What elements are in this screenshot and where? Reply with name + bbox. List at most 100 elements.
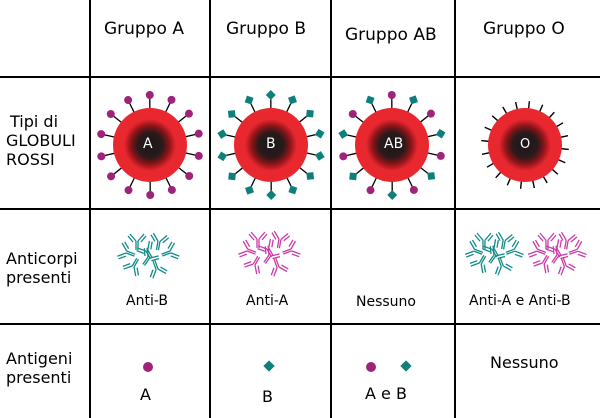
antibody-arm	[546, 245, 556, 250]
antibody-arm	[470, 262, 480, 267]
antigen-b-icon	[365, 95, 375, 105]
antibody-stem	[497, 257, 502, 267]
antibody-arm	[469, 260, 478, 264]
antigen-b-icon	[387, 190, 398, 200]
antibody-stem	[155, 240, 159, 250]
antibody-stem	[480, 255, 487, 265]
antibody-arm	[529, 253, 537, 258]
antibody-stem	[560, 257, 565, 267]
antigen-b-icon	[217, 151, 228, 162]
cell-letter-a: A	[143, 136, 153, 152]
antibody-arm	[152, 269, 157, 279]
antibody-stem	[246, 250, 256, 255]
antibody-stem	[254, 256, 261, 266]
antigen-a-icon	[387, 91, 396, 100]
antibody-stem	[147, 249, 153, 259]
antibody-arm	[258, 245, 268, 250]
antigen-a-icon	[366, 186, 375, 195]
header-gruppo-ab: Gruppo AB	[345, 25, 437, 45]
antibody-arm	[152, 232, 159, 242]
antibody-stem	[491, 248, 498, 258]
row-label-cells: Tipi di GLOBULI ROSSI	[6, 112, 94, 170]
antibody-stem	[263, 254, 270, 263]
antigen-b-icon	[288, 95, 297, 105]
antibody-arm	[560, 266, 565, 276]
row-label-cells-line1: Tipi di	[10, 112, 59, 131]
antibody-stem	[145, 250, 152, 260]
row-label-antibodies: Anticorpi presenti	[6, 249, 90, 288]
antibody-arm	[250, 231, 258, 240]
antibody-arm	[539, 232, 547, 241]
antibody-arm	[493, 239, 497, 249]
cell-letter-ab: AB	[384, 136, 404, 152]
antibody-stem	[264, 255, 272, 264]
antibody-arm	[150, 234, 156, 242]
antibody-stem	[493, 247, 499, 257]
y-shaped-antibody-icon	[149, 260, 168, 279]
antigen-b-icon	[349, 172, 357, 181]
antibody-stem	[142, 256, 149, 265]
antibody-stem	[282, 248, 292, 253]
antigen-a-icon	[167, 95, 176, 104]
antibody-stem	[505, 248, 515, 254]
antibody-arm	[496, 239, 499, 248]
antibody-stem	[126, 250, 136, 255]
antigen-b-icon	[338, 129, 349, 139]
antibody-arm	[559, 239, 562, 248]
red-cell-group-o	[481, 101, 569, 189]
y-shaped-antibody-icon	[127, 233, 147, 250]
cell-letter-o: O	[520, 137, 531, 152]
antibody-arm	[497, 255, 506, 260]
antigen-stalk	[176, 115, 188, 124]
antibody-arm	[281, 264, 289, 270]
y-shaped-antibody-icon	[243, 255, 261, 275]
antibody-arm	[129, 233, 137, 242]
y-shaped-antibody-icon	[545, 239, 562, 258]
antibody-arm	[117, 252, 127, 257]
antibody-arm	[466, 253, 474, 258]
antibody-arm	[576, 240, 583, 250]
antibody-arm	[534, 239, 540, 248]
antibody-arm	[167, 241, 173, 249]
antibody-arm	[136, 267, 140, 276]
antibody-arm	[121, 242, 128, 252]
antibody-arm	[489, 246, 492, 254]
antibody-arm	[469, 240, 476, 250]
antibody-arm	[257, 265, 261, 274]
cell-letter-b: B	[266, 136, 276, 152]
antibody-stem	[543, 255, 550, 265]
antibody-stem	[562, 257, 567, 267]
antibody-arm	[147, 240, 151, 251]
antibody-stem	[565, 240, 569, 250]
antibody-arm	[258, 231, 266, 240]
antibody-arm	[291, 253, 300, 258]
red-cell-group-a	[97, 91, 203, 199]
antigen-a-icon	[426, 109, 435, 118]
antigen-a-icon	[97, 130, 106, 139]
antibody-stem	[499, 257, 504, 267]
antibody-arm	[280, 232, 289, 240]
antigen-stalk	[425, 133, 438, 138]
antibody-arm	[278, 266, 288, 273]
antibody-stem	[556, 247, 562, 257]
antigen-a-icon	[339, 152, 348, 161]
antigen-a-icon	[409, 185, 418, 194]
y-shaped-antibody-icon	[527, 239, 547, 258]
antigen-stalk	[250, 176, 257, 188]
antibody-arm	[151, 258, 160, 262]
red-cell-body	[488, 108, 562, 182]
caption-antigen-a-e-b: A e B	[365, 384, 407, 403]
y-shaped-antibody-icon	[136, 240, 153, 260]
antigen-b-icon	[288, 185, 298, 195]
antibody-arm	[238, 250, 248, 255]
antigen-stalk	[406, 102, 413, 114]
antibody-arm	[577, 253, 586, 258]
antigen-a-icon	[106, 109, 115, 118]
antibody-arm	[271, 239, 274, 248]
antigen-a-icon	[194, 151, 203, 160]
antibody-arm	[480, 263, 484, 274]
antigen-b-icon	[400, 360, 412, 372]
antibody-stem	[283, 250, 292, 255]
antibody-arm	[273, 230, 280, 240]
antibody-arm	[127, 235, 134, 243]
